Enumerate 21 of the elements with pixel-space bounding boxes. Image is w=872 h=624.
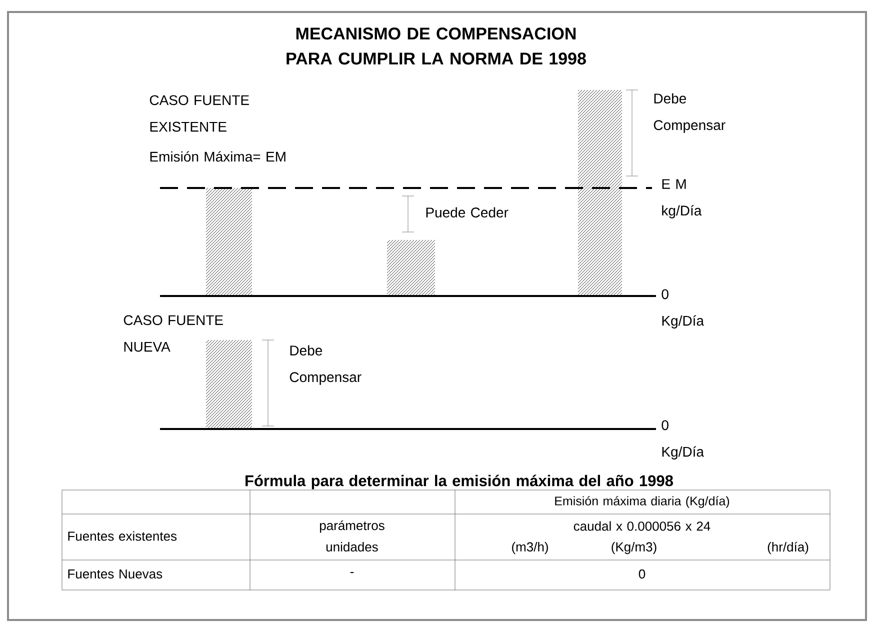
level-label: 0 Kg/Día [662, 289, 704, 328]
bracket-label: Debe Compensar [290, 345, 362, 385]
table-cell: 0 [638, 569, 646, 579]
level-label: 0 Kg/Día [662, 420, 704, 460]
case-label: CASO FUENTE NUEVA [124, 315, 223, 352]
case-label: CASO FUENTE EXISTENTE [150, 95, 249, 132]
title: MECANISMO DE COMPENSACION PARA CUMPLIR LA NORMA DE 1998 [286, 28, 586, 65]
table-cell: - [350, 572, 354, 574]
formula-heading: Fórmula para determinar la emisión máxima del año 1998 [246, 474, 673, 490]
table-cell: Fuentes Nuevas [68, 569, 162, 579]
table-cell: caudal x 0.000056 x 24 [574, 521, 710, 531]
table-cell: Emisión máxima diaria (Kg/día) [555, 496, 730, 508]
level-label: E M kg/Día [662, 179, 702, 218]
bracket-label: Debe Compensar [654, 93, 726, 133]
bracket-label: Puede Ceder [426, 207, 508, 218]
table-cell: (m3/h) [512, 542, 548, 554]
table-cell: Fuentes existentes [68, 531, 177, 541]
definition-label: Emisión Máxima= EM [150, 151, 286, 162]
table-cell: (hr/día) [768, 542, 808, 554]
table-cell: (Kg/m3) [612, 542, 656, 554]
table-cell: parámetros unidades [320, 520, 384, 552]
